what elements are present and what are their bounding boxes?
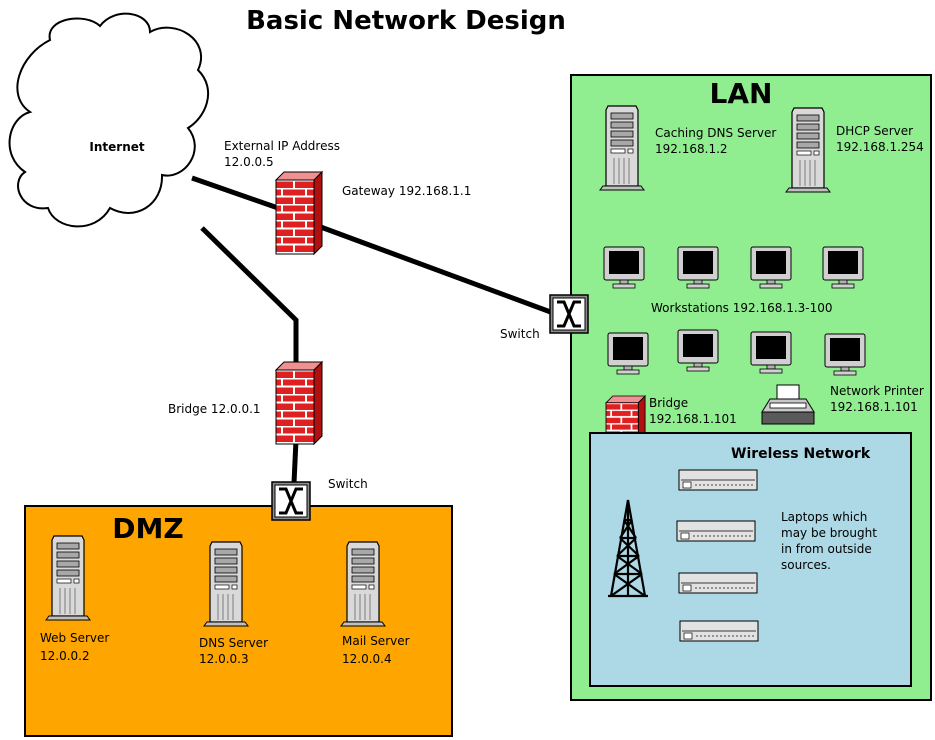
lan-bridge-ip: 192.168.1.101 [649,412,737,426]
dmz-zone: DMZ Web Server 12.0.0.2 DNS Server 12.0.… [24,505,453,737]
cable-dmz-bridge-switch [291,439,299,484]
dns-server-icon [203,541,249,627]
network-printer-name: Network Printer [830,384,924,398]
mail-server-icon [340,541,386,627]
cloud-icon [8,12,210,228]
laptop-icon [678,572,758,594]
laptops-note-line-3: in from outside [781,542,872,556]
caching-dns-ip: 192.168.1.2 [655,142,728,156]
laptops-note-line-1: Laptops which [781,510,867,524]
dmz-bridge-firewall-icon [275,361,323,445]
wireless-zone: Wireless Network [589,432,912,687]
web-server-ip: 12.0.0.2 [40,649,90,663]
network-printer-ip: 192.168.1.101 [830,400,918,414]
external-ip-value: 12.0.0.5 [224,155,274,169]
lan-switch-icon [548,293,590,335]
lan-switch-label: Switch [500,327,540,341]
web-server-name: Web Server [40,631,109,645]
cable-gateway-lan-switch [317,223,557,317]
mail-server-name: Mail Server [342,634,410,648]
laptops-note-line-4: sources. [781,558,831,572]
laptop-icon [679,620,759,642]
dhcp-server-ip: 192.168.1.254 [836,140,924,154]
workstations-label: Workstations 192.168.1.3-100 [651,301,833,315]
web-server-icon [45,535,91,621]
gateway-firewall-icon [275,171,323,255]
caching-dns-name: Caching DNS Server [655,126,776,140]
dns-server-ip: 12.0.0.3 [199,652,249,666]
dns-server-name: DNS Server [199,636,268,650]
dmz-switch-icon [270,480,312,522]
external-ip-label: External IP Address [224,139,340,153]
dmz-switch-label: Switch [328,477,368,491]
laptops-note-line-2: may be brought [781,526,877,540]
network-cables [191,175,557,484]
cable-internet-dmz-bridge [200,226,299,368]
internet-label: Internet [89,140,144,154]
lan-zone: LAN Caching DNS Server 192.168.1.2 DHCP … [570,74,932,701]
internet-cloud: Internet [8,12,210,228]
caching-dns-server-icon [599,105,645,191]
lan-zone-label: LAN [710,77,773,110]
mail-server-ip: 12.0.0.4 [342,652,392,666]
dhcp-server-name: DHCP Server [836,124,913,138]
cable-internet-gateway [191,175,279,211]
dmz-bridge-label: Bridge 12.0.0.1 [168,402,261,416]
wireless-zone-label: Wireless Network [731,446,871,462]
laptop-icon [676,520,756,542]
antenna-tower-icon [608,499,648,598]
dmz-zone-label: DMZ [112,512,183,545]
gateway-label: Gateway 192.168.1.1 [342,184,471,198]
laptop-icon [678,469,758,491]
lan-bridge-name: Bridge [649,396,688,410]
dhcp-server-icon [785,107,831,193]
diagram-title: Basic Network Design [246,6,566,36]
printer-icon [761,384,815,425]
